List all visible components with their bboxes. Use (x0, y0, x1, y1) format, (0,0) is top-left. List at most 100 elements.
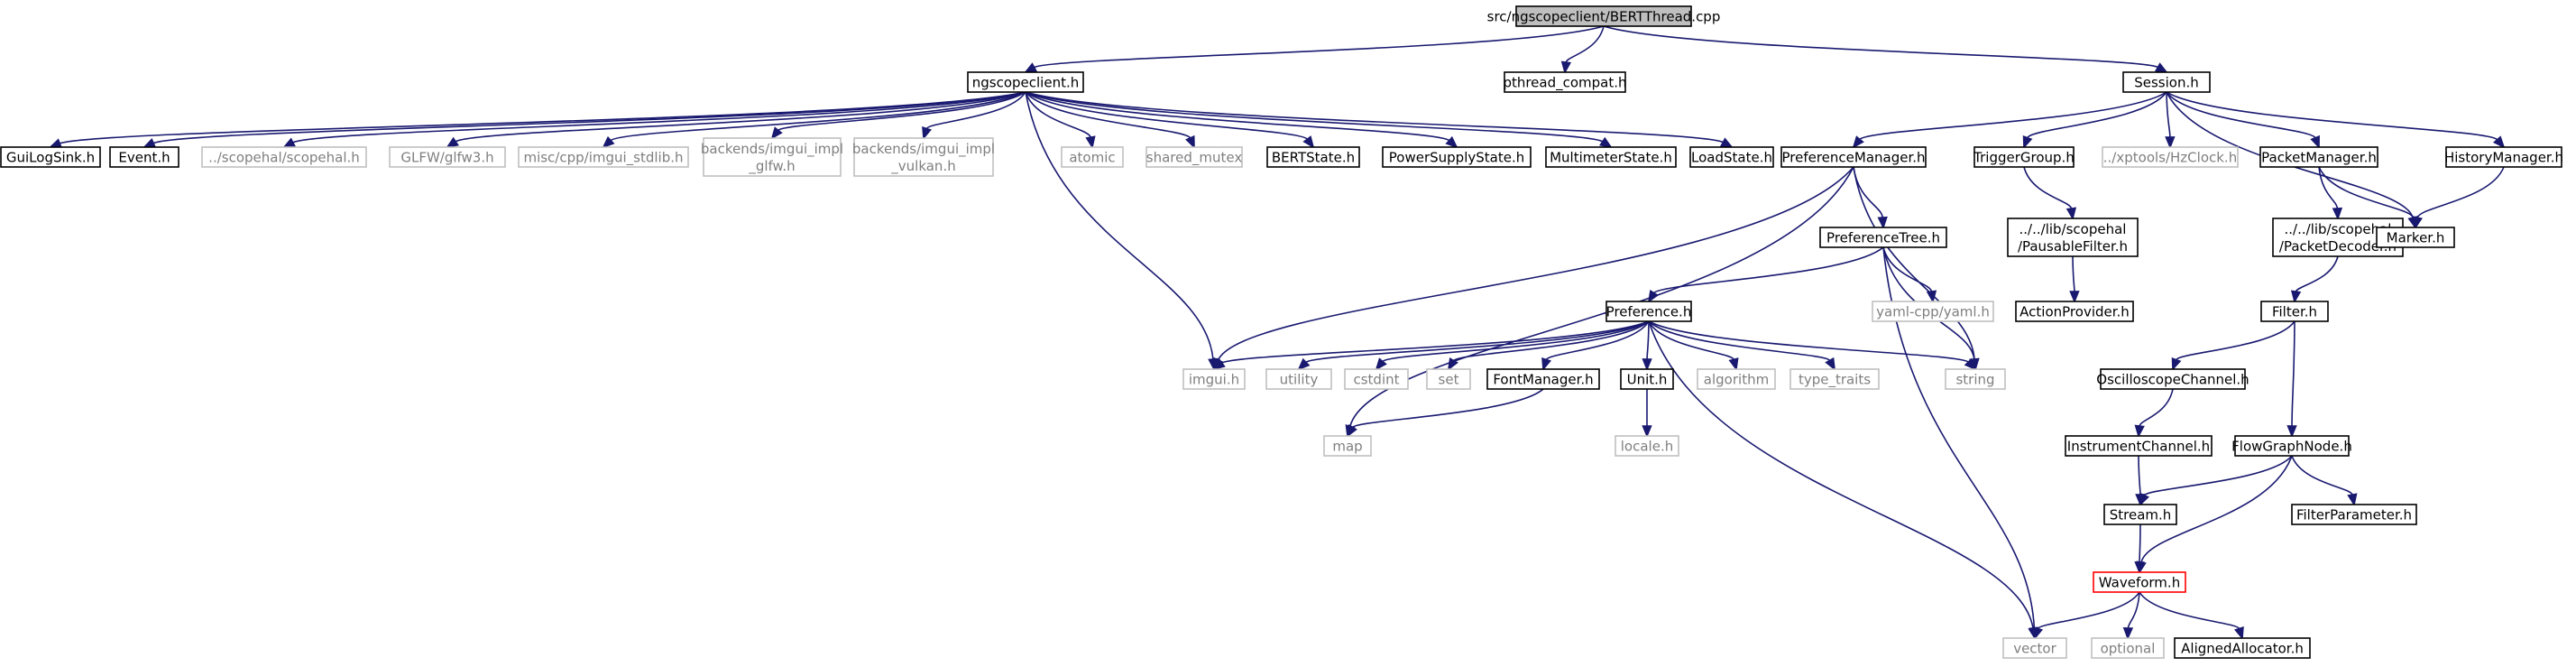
edge-session-to-historymgr (2166, 91, 2506, 149)
node-pthread[interactable]: pthread_compat.h (1503, 71, 1627, 93)
node-label: TriggerGroup.h (1973, 150, 2075, 166)
node-map: map (1323, 435, 1372, 457)
node-box (1323, 435, 1372, 457)
node-filter[interactable]: Filter.h (2260, 301, 2329, 322)
edge-line (2291, 455, 2353, 496)
node-label: Session.h (2134, 75, 2199, 91)
edge-arrowhead (2233, 626, 2244, 641)
edge-arrowhead (1560, 60, 1572, 75)
node-box (1780, 146, 1927, 168)
node-box (2376, 227, 2455, 248)
node-locale: locale.h (1615, 435, 1679, 457)
node-box (2002, 637, 2067, 659)
node-pausable[interactable]: ../../lib/scopehal/PausableFilter.h (2007, 218, 2139, 257)
node-label: algorithm (1704, 372, 1769, 388)
edge-preference-to-utility (1297, 320, 1650, 371)
node-psustate[interactable]: PowerSupplyState.h (1382, 146, 1532, 168)
node-packetdecoder[interactable]: ../../lib/scopehal/PacketDecoder.h (2272, 218, 2404, 257)
edge-arrowhead (2310, 134, 2320, 149)
node-ngscopeclient[interactable]: ngscopeclient.h (967, 71, 1084, 93)
node-waveform[interactable]: Waveform.h (2093, 571, 2186, 593)
node-actionprovider[interactable]: ActionProvider.h (2015, 301, 2134, 322)
node-algorithm: algorithm (1697, 368, 1776, 390)
node-bertstate[interactable]: BERTState.h (1266, 146, 1360, 168)
node-filterparam[interactable]: FilterParameter.h (2291, 504, 2417, 525)
node-label: misc/cpp/imgui_stdlib.h (523, 150, 683, 167)
node-mmstate[interactable]: MultimeterState.h (1545, 146, 1677, 168)
edge-line (1853, 166, 1884, 218)
node-triggergroup[interactable]: TriggerGroup.h (1973, 146, 2075, 168)
node-box (1344, 368, 1409, 390)
node-box (1545, 146, 1677, 168)
node-label: ../xptools/HzClock.h (2103, 150, 2237, 166)
node-alignedalloc[interactable]: AlignedAllocator.h (2174, 637, 2311, 659)
node-flowgraph[interactable]: FlowGraphNode.h (2231, 435, 2352, 457)
edge-ngscopeclient-to-psustate (1025, 91, 1458, 149)
node-sharedmutex: shared_mutex (1145, 146, 1243, 168)
node-fontmgr[interactable]: FontManager.h (1486, 368, 1600, 390)
node-box (0, 146, 101, 168)
node-event[interactable]: Event.h (109, 146, 179, 168)
node-packetmgr[interactable]: PacketManager.h (2259, 146, 2378, 168)
edge-line (1882, 246, 2036, 629)
edge-arrowhead (1877, 216, 1888, 230)
edge-arrowhead (2492, 135, 2506, 149)
edge-arrowhead (2069, 291, 2080, 304)
node-guilogsink[interactable]: GuiLogSink.h (0, 146, 101, 168)
node-historymgr[interactable]: HistoryManager.h (2444, 146, 2563, 168)
node-glfw3: GLFW/glfw3.h (389, 146, 506, 168)
node-label: ActionProvider.h (2019, 304, 2130, 320)
node-box (853, 137, 994, 177)
node-session[interactable]: Session.h (2122, 71, 2211, 93)
edge-arrowhead (1647, 289, 1660, 303)
edge-arrowhead (1085, 135, 1096, 150)
edge-line (2318, 166, 2415, 218)
edge-arrowhead (1719, 137, 1734, 149)
node-root[interactable]: src/ngscopeclient/BERTThread.cpp (1487, 5, 1721, 27)
node-box (2100, 368, 2246, 390)
edge-preference-to-imgui (1212, 320, 1650, 371)
node-label: /PausableFilter.h (2018, 238, 2128, 255)
edge-arrowhead (2332, 207, 2343, 221)
edge-line (1648, 320, 1969, 363)
edge-preference-to-cstdint (1375, 320, 1650, 371)
node-stream[interactable]: Stream.h (2103, 504, 2177, 525)
edge-line (2166, 91, 2316, 139)
node-unit[interactable]: Unit.h (1620, 368, 1674, 390)
node-box (2015, 301, 2134, 322)
edge-prefmgr-to-map (1345, 166, 1854, 439)
edge-arrowhead (2165, 136, 2176, 150)
edge-arrowhead (1445, 135, 1458, 149)
node-box (201, 146, 367, 168)
node-preference[interactable]: Preference.h (1605, 301, 1692, 322)
node-preftree[interactable]: PreferenceTree.h (1819, 227, 1947, 248)
edge-arrowhead (2171, 357, 2182, 371)
edge-line (1305, 320, 1650, 364)
edge-line (1648, 320, 1734, 360)
edge-arrowhead (2154, 62, 2168, 74)
node-oscchannel[interactable]: OscilloscopeChannel.h (2096, 368, 2249, 390)
edge-line (152, 91, 1026, 144)
node-box (2260, 301, 2329, 322)
node-box (2091, 637, 2165, 659)
node-label: Event.h (118, 150, 170, 166)
edge-oscchannel-to-instchannel (2134, 388, 2174, 439)
node-marker[interactable]: Marker.h (2376, 227, 2455, 248)
edge-arrowhead (446, 136, 459, 149)
edge-line (2318, 166, 2339, 209)
edge-preference-to-string (1648, 320, 1977, 371)
node-label: ../../lib/scopehal (2285, 221, 2392, 237)
node-label: yaml-cpp/yaml.h (1876, 304, 1990, 320)
edge-line (1025, 91, 1191, 139)
node-instchannel[interactable]: InstrumentChannel.h (2065, 435, 2213, 457)
node-prefmgr[interactable]: PreferenceManager.h (1780, 146, 1927, 168)
node-layer: src/ngscopeclient/BERTThread.cpp ngscopec… (0, 5, 2563, 659)
node-label: FlowGraphNode.h (2231, 439, 2352, 455)
node-label: BERTState.h (1272, 150, 1355, 166)
edge-fontmgr-to-map (1346, 388, 1544, 438)
edge-filter-to-oscchannel (2171, 320, 2295, 371)
node-loadstate[interactable]: LoadState.h (1689, 146, 1774, 168)
node-label: PreferenceManager.h (1781, 150, 1925, 166)
node-label: map (1332, 439, 1362, 455)
node-label: InstrumentChannel.h (2067, 439, 2210, 455)
